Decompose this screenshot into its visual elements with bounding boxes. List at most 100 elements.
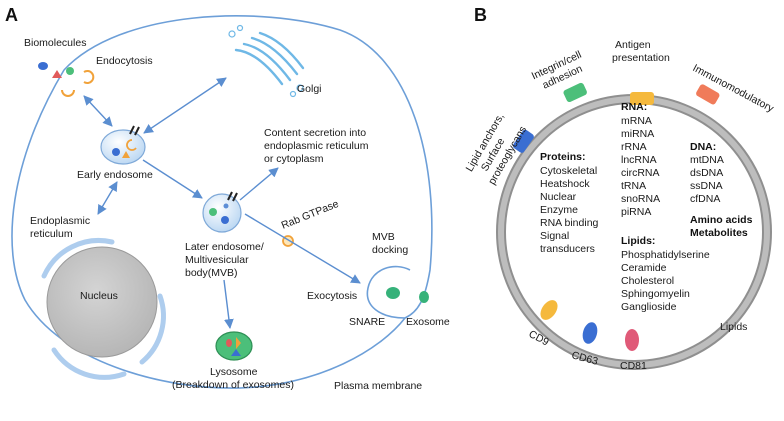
label-endocytosis: Endocytosis bbox=[96, 55, 153, 67]
dna-item: cfDNA bbox=[690, 193, 720, 205]
proteins-heading: Proteins: bbox=[540, 151, 586, 163]
marker-cd9 bbox=[540, 300, 558, 320]
rna-item: piRNA bbox=[621, 206, 651, 218]
rna-item: rRNA bbox=[621, 141, 647, 153]
endocytosis-pit-2 bbox=[61, 89, 75, 97]
protein-item: Heatshock bbox=[540, 178, 590, 190]
label-biomolecules: Biomolecules bbox=[24, 37, 86, 49]
marker-lipid-anchor bbox=[512, 129, 534, 153]
early-endosome-pit bbox=[126, 139, 137, 151]
early-endosome-rab-mark-2 bbox=[134, 126, 140, 136]
pathway-arrows bbox=[83, 77, 361, 329]
label-antigen-1: Antigen bbox=[615, 39, 651, 51]
lysosome-icon bbox=[215, 331, 253, 361]
rna-item: lncRNA bbox=[621, 154, 657, 166]
amino-acids-label: Amino acids bbox=[690, 214, 753, 226]
biomolecule-green bbox=[66, 67, 74, 75]
marker-antigen bbox=[630, 92, 654, 105]
protein-item: Enzyme bbox=[540, 204, 578, 216]
exocytosis-vesicle bbox=[386, 287, 400, 299]
protein-item: Nuclear bbox=[540, 191, 577, 203]
mvb-docking-notch bbox=[366, 265, 411, 319]
lipids-heading: Lipids: bbox=[621, 235, 655, 247]
lipids-list: Lipids: Phosphatidylserine Ceramide Chol… bbox=[621, 235, 710, 313]
lysosome-cargo-red bbox=[226, 339, 232, 347]
protein-item: transducers bbox=[540, 243, 595, 255]
label-nucleus: Nucleus bbox=[80, 290, 118, 302]
label-lysosome-1: Lysosome bbox=[210, 366, 258, 378]
lipid-item: Ceramide bbox=[621, 262, 667, 274]
lipid-item: Phosphatidylserine bbox=[621, 249, 710, 261]
label-cd81: CD81 bbox=[620, 360, 647, 372]
label-content-secretion-1: Content secretion into bbox=[264, 127, 366, 139]
dna-heading: DNA: bbox=[690, 141, 716, 153]
arrow-early-golgi bbox=[143, 77, 227, 134]
label-er-1: Endoplasmic bbox=[30, 215, 90, 227]
early-endosome-cargo-tri bbox=[122, 151, 130, 158]
rna-item: snoRNA bbox=[621, 193, 660, 205]
mvb-vesicle-blue bbox=[221, 216, 229, 224]
rna-list: RNA: mRNA miRNA rRNA lncRNA circRNA tRNA… bbox=[621, 101, 660, 218]
arrow-mvb-exocytosis bbox=[244, 213, 361, 284]
lipid-item: Ganglioside bbox=[621, 301, 677, 313]
dna-item: dsDNA bbox=[690, 167, 723, 179]
label-lysosome-2: (Breakdown of exosomes) bbox=[172, 379, 294, 391]
label-golgi: Golgi bbox=[297, 83, 322, 95]
label-later-endosome-2: Multivesicular bbox=[185, 254, 249, 266]
label-rab-gtpase: Rab GTPase bbox=[280, 198, 341, 232]
arrow-mvb-secretion bbox=[239, 167, 279, 201]
marker-cd81 bbox=[625, 329, 639, 351]
lipid-item: Cholesterol bbox=[621, 275, 674, 287]
protein-item: Signal bbox=[540, 230, 569, 242]
nucleus-icon bbox=[46, 246, 158, 358]
dna-item: mtDNA bbox=[690, 154, 724, 166]
lysosome-cargo-orange bbox=[236, 337, 241, 349]
lipid-item: Sphingomyelin bbox=[621, 288, 690, 300]
arrow-early-er bbox=[97, 181, 118, 215]
panel-b-letter: B bbox=[474, 5, 487, 25]
label-mvb-docking-2: docking bbox=[372, 244, 408, 256]
protein-item: RNA binding bbox=[540, 217, 599, 229]
label-exosome: Exosome bbox=[406, 316, 450, 328]
mvb-vesicle-green bbox=[209, 208, 217, 216]
label-plasma-membrane: Plasma membrane bbox=[334, 380, 422, 392]
biomolecule-red-triangle bbox=[52, 70, 62, 78]
label-later-endosome-1: Later endosome/ bbox=[185, 241, 264, 253]
metabolites-label: Metabolites bbox=[690, 227, 748, 239]
lysosome-cargo-blue bbox=[231, 349, 241, 356]
early-endosome-rab-mark-1 bbox=[129, 125, 135, 135]
exosome-vesicle bbox=[419, 291, 429, 303]
label-content-secretion-3: or cytoplasm bbox=[264, 153, 324, 165]
mvb-rab-mark-2 bbox=[232, 192, 238, 202]
label-content-secretion-2: endoplasmic reticulum bbox=[264, 140, 369, 152]
label-later-endosome-3: body(MVB) bbox=[185, 267, 238, 279]
endocytosis-pit-1 bbox=[83, 70, 95, 84]
endoplasmic-reticulum-icon bbox=[41, 238, 166, 380]
rna-item: tRNA bbox=[621, 180, 646, 192]
dna-item: ssDNA bbox=[690, 180, 723, 192]
marker-integrin bbox=[563, 82, 587, 103]
label-antigen-2: presentation bbox=[612, 52, 670, 64]
label-cd63: CD63 bbox=[570, 349, 599, 368]
label-er-2: reticulum bbox=[30, 228, 73, 240]
plasma-membrane-outline bbox=[11, 15, 433, 389]
arrow-endocytosis-early bbox=[83, 95, 113, 127]
rna-item: circRNA bbox=[621, 167, 660, 179]
early-endosome-icon bbox=[100, 129, 146, 165]
label-exocytosis: Exocytosis bbox=[307, 290, 357, 302]
marker-immunomodulatory bbox=[696, 84, 720, 105]
panel-a-letter: A bbox=[5, 5, 18, 25]
biomolecule-blue bbox=[38, 62, 48, 70]
label-mvb-docking-1: MVB bbox=[372, 231, 395, 243]
mvb-vesicle-small bbox=[223, 203, 229, 209]
rna-item: miRNA bbox=[621, 128, 654, 140]
rna-item: mRNA bbox=[621, 115, 652, 127]
protein-item: Cytoskeletal bbox=[540, 165, 597, 177]
arrow-mvb-lysosome bbox=[223, 279, 234, 329]
marker-cd63 bbox=[582, 322, 598, 344]
golgi-icon bbox=[228, 24, 305, 98]
label-early-endosome: Early endosome bbox=[77, 169, 153, 181]
mvb-icon bbox=[202, 193, 242, 233]
label-lipids-membrane: Lipids bbox=[720, 321, 747, 333]
